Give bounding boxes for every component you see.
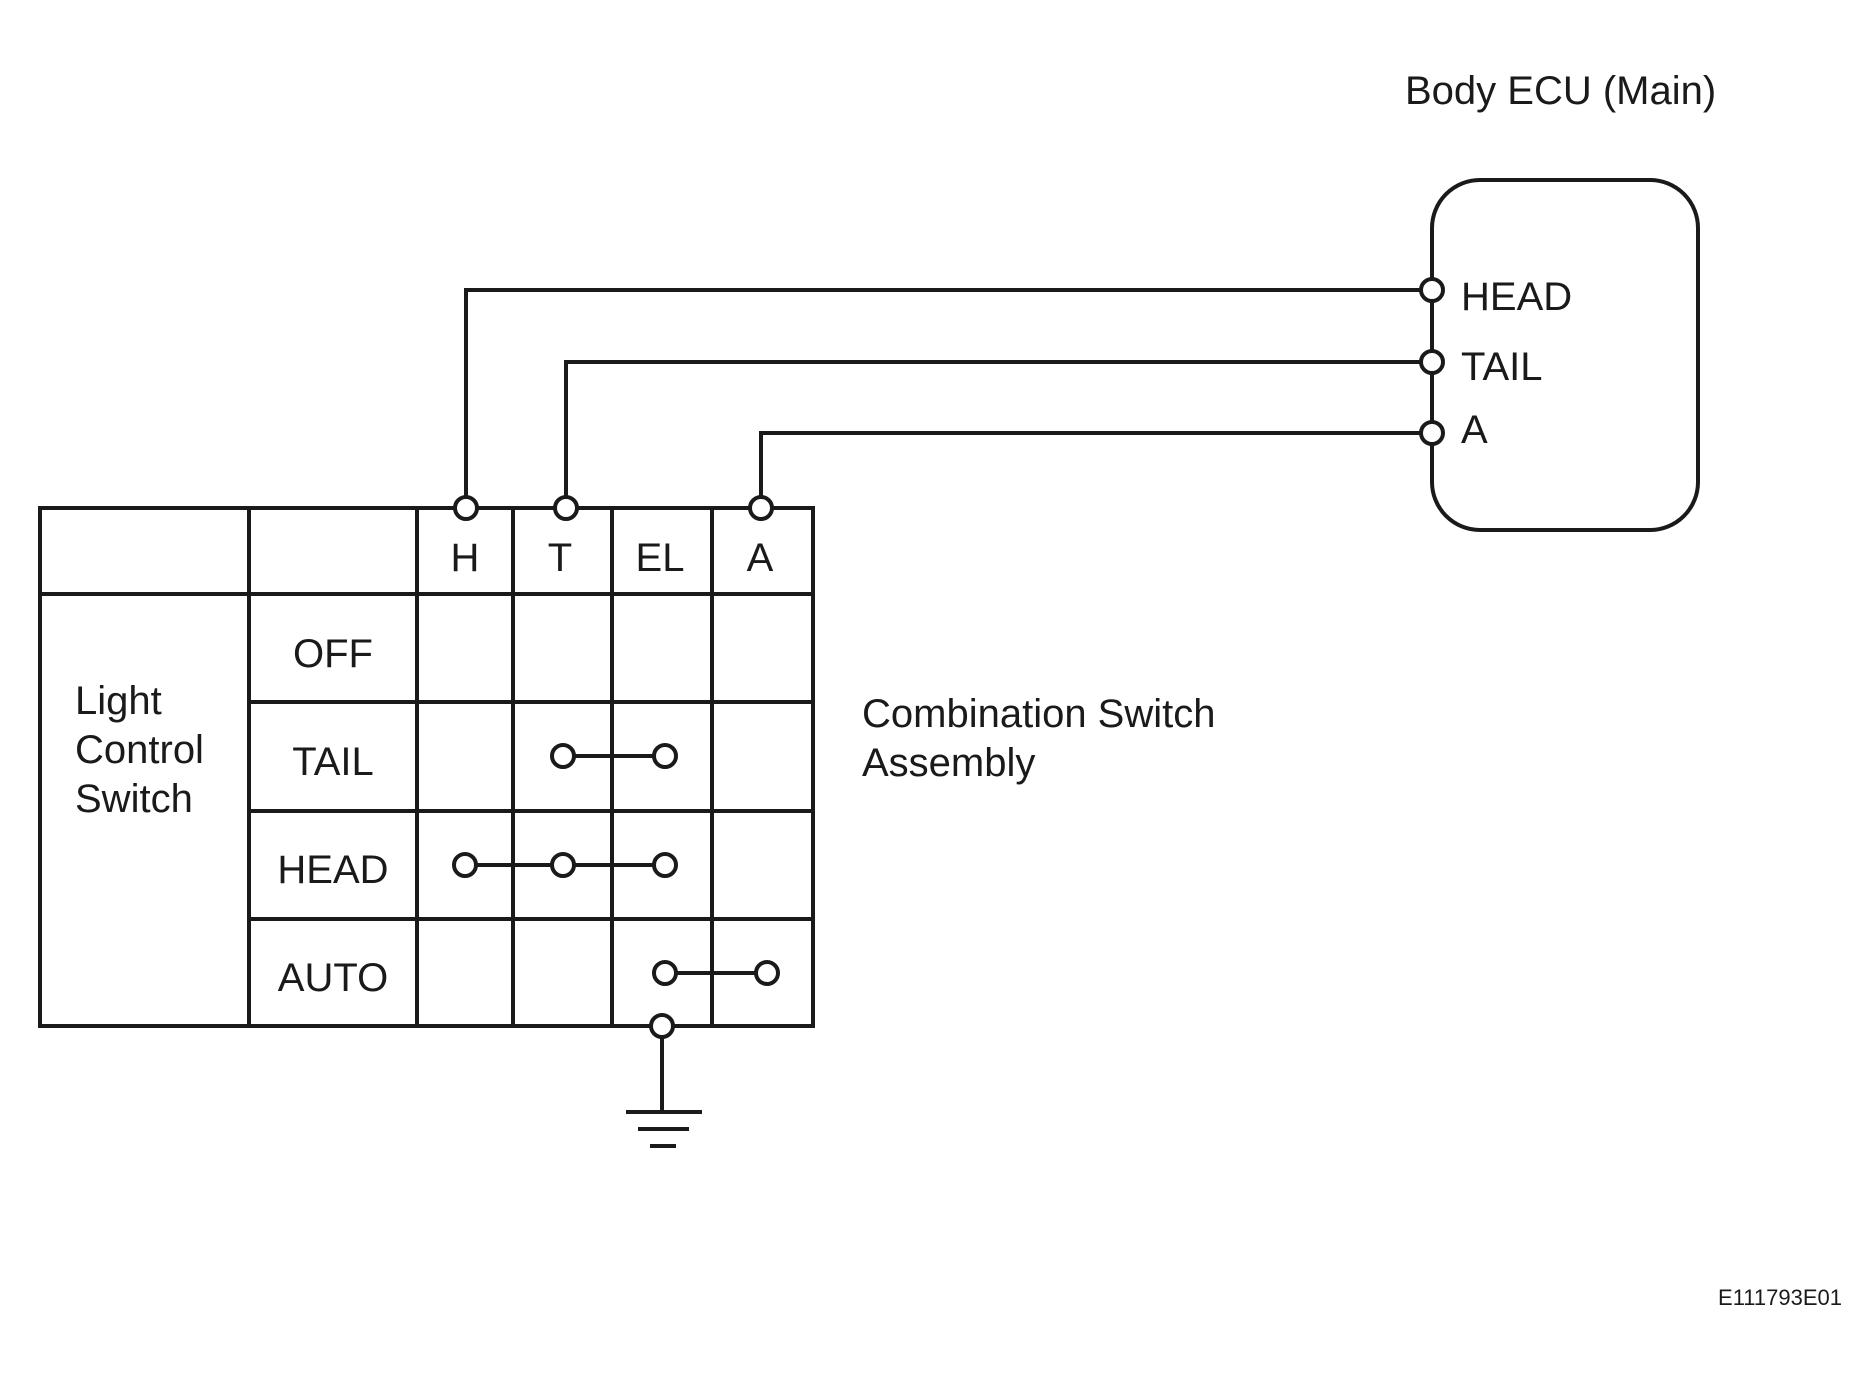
connection-node-head-t <box>550 852 576 878</box>
row-label-auto: AUTO <box>278 956 388 1000</box>
ecu-terminal-head <box>1419 277 1445 303</box>
switch-group-label-3: Switch <box>75 777 193 821</box>
wire-a-a <box>759 431 1432 508</box>
connection-node-auto-a <box>754 960 780 986</box>
row-label-head: HEAD <box>277 848 388 892</box>
ecu-terminal-tail <box>1419 349 1445 375</box>
column-header-a: A <box>747 536 774 580</box>
wire-t-tail <box>564 360 1432 508</box>
row-label-off: OFF <box>293 632 373 676</box>
row-label-tail: TAIL <box>292 740 374 784</box>
column-header-el: EL <box>636 536 685 580</box>
ecu-pin-head: HEAD <box>1461 275 1572 319</box>
figure-id: E111793E01 <box>1718 1285 1842 1310</box>
assembly-label-1: Combination Switch <box>862 692 1216 736</box>
connection-node-head-el <box>652 852 678 878</box>
ecu-title: Body ECU (Main) <box>1405 69 1716 113</box>
switch-group-label-1: Light <box>75 679 162 723</box>
continuity-connections <box>452 743 780 986</box>
switch-terminal-h <box>453 495 479 521</box>
ecu-pin-a: A <box>1461 408 1488 452</box>
switch-terminal-a <box>748 495 774 521</box>
switch-group-label-2: Control <box>75 728 204 772</box>
connection-node-tail-el <box>652 743 678 769</box>
assembly-label-2: Assembly <box>862 741 1035 785</box>
column-header-h: H <box>451 536 480 580</box>
connection-node-auto-el <box>652 960 678 986</box>
wire-h-head <box>464 288 1432 508</box>
ground-icon <box>626 1110 702 1148</box>
switch-table <box>38 506 815 1028</box>
ecu-terminal-a <box>1419 420 1445 446</box>
switch-terminal-el <box>649 1013 675 1039</box>
connection-node-tail-t <box>550 743 576 769</box>
ecu-pin-tail: TAIL <box>1461 345 1543 389</box>
switch-terminal-t <box>553 495 579 521</box>
connection-node-head-h <box>452 852 478 878</box>
column-header-t: T <box>548 536 572 580</box>
